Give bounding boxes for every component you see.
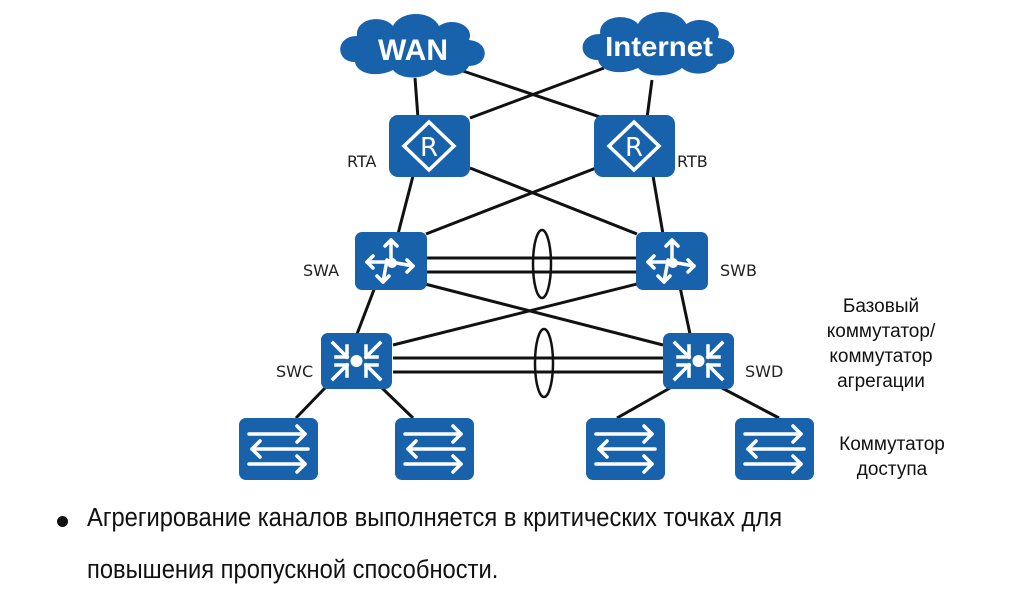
- legend-line: Коммутатор: [839, 434, 945, 455]
- link-aggregation-ellipse: [531, 228, 553, 300]
- link-swb-swd: [678, 286, 692, 335]
- legend-access: Коммутатор доступа: [839, 434, 945, 480]
- link-rtb-swb: [651, 175, 665, 235]
- access-switch-3[interactable]: [586, 418, 665, 480]
- legend-line: коммутатор: [829, 346, 932, 367]
- link-internet-rta: [469, 66, 605, 120]
- svg-text:R: R: [420, 133, 438, 163]
- legend-line: коммутатор/: [827, 321, 936, 342]
- svg-text:R: R: [625, 133, 643, 163]
- link-rta-swb: [469, 166, 638, 236]
- l3-switch-icon: [646, 238, 696, 284]
- link-swc-acc2: [380, 386, 415, 420]
- router-rta[interactable]: R: [389, 115, 470, 177]
- legend-line: Базовый: [843, 296, 919, 317]
- switch-label-swc: SWC: [276, 362, 313, 381]
- aggregation-switch-icon: [330, 340, 383, 382]
- link-swa-swc: [355, 286, 377, 335]
- legend-core-aggregation: Базовый коммутатор/ коммутатор агрегации: [827, 296, 936, 392]
- cloud-wan: WAN: [340, 14, 485, 78]
- aggregated-link-swc-swd: [393, 327, 663, 399]
- switch-label-swa: SWA: [303, 261, 339, 280]
- link-swd-acc4: [721, 386, 780, 420]
- access-switch-icon: [247, 424, 310, 474]
- router-label-rta: RTA: [347, 152, 376, 171]
- router-rtb[interactable]: R: [594, 115, 675, 177]
- access-switch-icon: [594, 424, 657, 474]
- bullet-text-line-2: повышения пропускной способности.: [87, 556, 499, 584]
- legend-line: агрегации: [837, 371, 925, 392]
- cloud-label: Internet: [605, 32, 713, 63]
- switch-label-swb: SWB: [720, 261, 757, 280]
- links-layer: [294, 66, 780, 420]
- link-rta-swa: [396, 175, 415, 235]
- router-icon: R: [606, 119, 662, 173]
- link-swa-swd: [424, 282, 664, 347]
- link-swc-acc1: [294, 386, 327, 420]
- switch-swd[interactable]: [663, 333, 734, 389]
- bullet-text-line-1: Агрегирование каналов выполняется в крит…: [87, 504, 783, 532]
- switch-swa[interactable]: [355, 232, 427, 290]
- cloud-label: WAN: [378, 34, 448, 67]
- bullet-icon: [57, 516, 68, 527]
- switch-label-swd: SWD: [745, 362, 783, 381]
- link-aggregation-ellipse: [533, 327, 555, 399]
- access-switch-4[interactable]: [735, 418, 814, 480]
- router-body: [389, 115, 470, 177]
- link-wan-rta: [413, 77, 420, 119]
- access-switch-1[interactable]: [239, 418, 318, 480]
- aggregation-switch-icon: [672, 340, 725, 382]
- link-internet-rtb: [645, 79, 654, 119]
- switch-swc[interactable]: [321, 333, 392, 389]
- switch-swb[interactable]: [636, 232, 708, 290]
- router-icon: R: [401, 119, 457, 173]
- router-body: [594, 115, 675, 177]
- cloud-internet: Internet: [582, 12, 735, 76]
- link-rtb-swa: [425, 166, 597, 236]
- access-switch-icon: [403, 424, 466, 474]
- access-switch-icon: [743, 424, 806, 474]
- router-label-rtb: RTB: [677, 152, 708, 171]
- l3-switch-icon: [365, 238, 415, 284]
- link-swd-acc3: [616, 386, 671, 420]
- link-swb-swc: [392, 282, 638, 347]
- aggregated-link-swa-swb: [426, 228, 637, 300]
- legend-line: доступа: [857, 459, 928, 480]
- access-switch-2[interactable]: [395, 418, 474, 480]
